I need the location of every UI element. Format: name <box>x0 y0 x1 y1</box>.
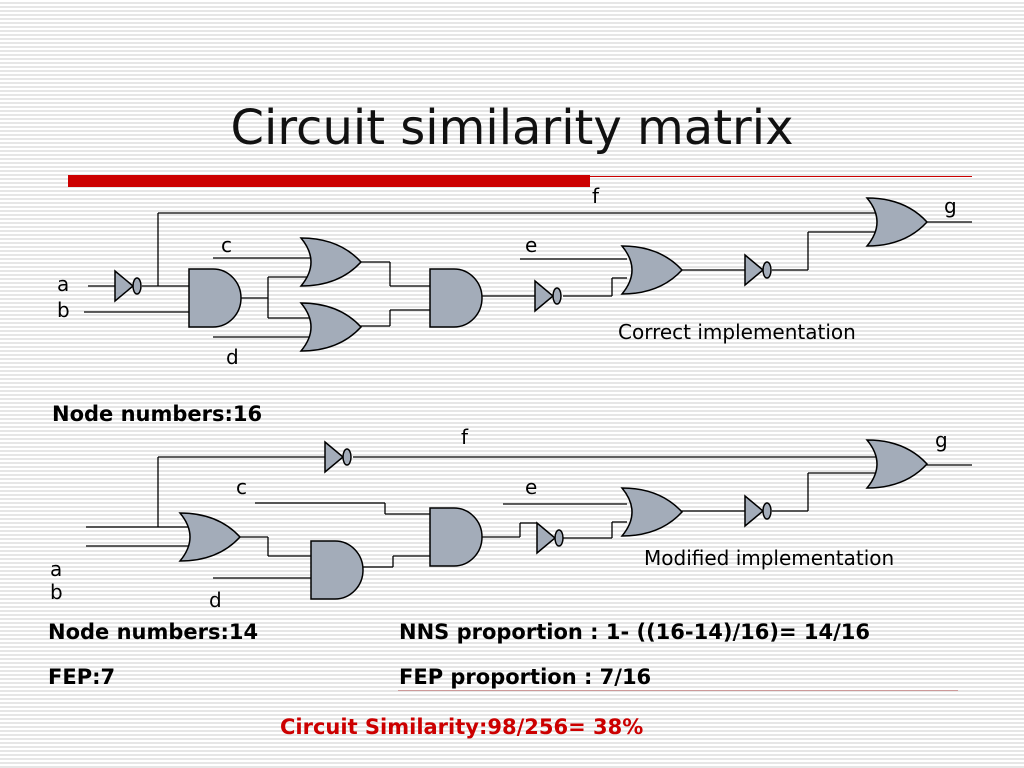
bottom-label-a: a <box>50 557 63 581</box>
bottom-circuit <box>86 456 972 579</box>
bottom-label-g: g <box>935 428 948 452</box>
bottom-caption: Modified implementation <box>644 546 895 570</box>
and-gate-icon <box>429 268 483 328</box>
not-gate-icon <box>536 522 564 554</box>
bottom-gates <box>179 439 928 600</box>
and-gate-icon <box>188 268 242 328</box>
top-label-a: a <box>57 272 70 296</box>
top-label-b: b <box>57 298 70 322</box>
or-gate-icon <box>300 302 362 352</box>
or-gate-icon <box>866 439 928 489</box>
top-caption: Correct implementation <box>618 320 856 344</box>
title-accent-rule <box>590 176 972 177</box>
top-label-g: g <box>944 194 957 218</box>
or-gate-icon <box>621 245 683 295</box>
not-gate-icon <box>744 495 772 527</box>
nns-proportion: NNS proportion : 1- ((16-14)/16)= 14/16 <box>399 620 870 644</box>
top-label-d: d <box>226 345 239 369</box>
and-gate-icon <box>429 507 483 567</box>
and-gate-icon <box>310 540 364 600</box>
bottom-label-e: e <box>525 475 538 499</box>
fep-proportion: FEP proportion : 7/16 <box>399 665 652 689</box>
bottom-node-numbers: Node numbers:14 <box>48 620 259 644</box>
top-circuit <box>84 212 972 338</box>
top-label-c: c <box>221 233 232 257</box>
bottom-label-b: b <box>50 580 63 604</box>
not-gate-icon <box>534 280 562 312</box>
fep-value: FEP:7 <box>48 665 116 689</box>
bottom-label-f: f <box>461 425 469 449</box>
top-node-numbers: Node numbers:16 <box>52 402 263 426</box>
or-gate-icon <box>300 237 362 287</box>
not-gate-icon <box>744 254 772 286</box>
circuit-similarity: Circuit Similarity:98/256= 38% <box>280 715 644 739</box>
stats-divider <box>398 690 958 691</box>
top-label-f: f <box>592 184 600 208</box>
title-accent-bar <box>68 175 590 187</box>
or-gate-icon <box>621 487 683 537</box>
bottom-label-d: d <box>209 588 222 612</box>
bottom-label-c: c <box>236 475 247 499</box>
top-label-e: e <box>525 233 538 257</box>
page-title: Circuit similarity matrix <box>230 100 794 156</box>
not-gate-icon <box>114 270 142 302</box>
or-gate-icon <box>866 197 928 247</box>
not-gate-icon <box>324 441 352 473</box>
or-gate-icon <box>179 512 241 562</box>
